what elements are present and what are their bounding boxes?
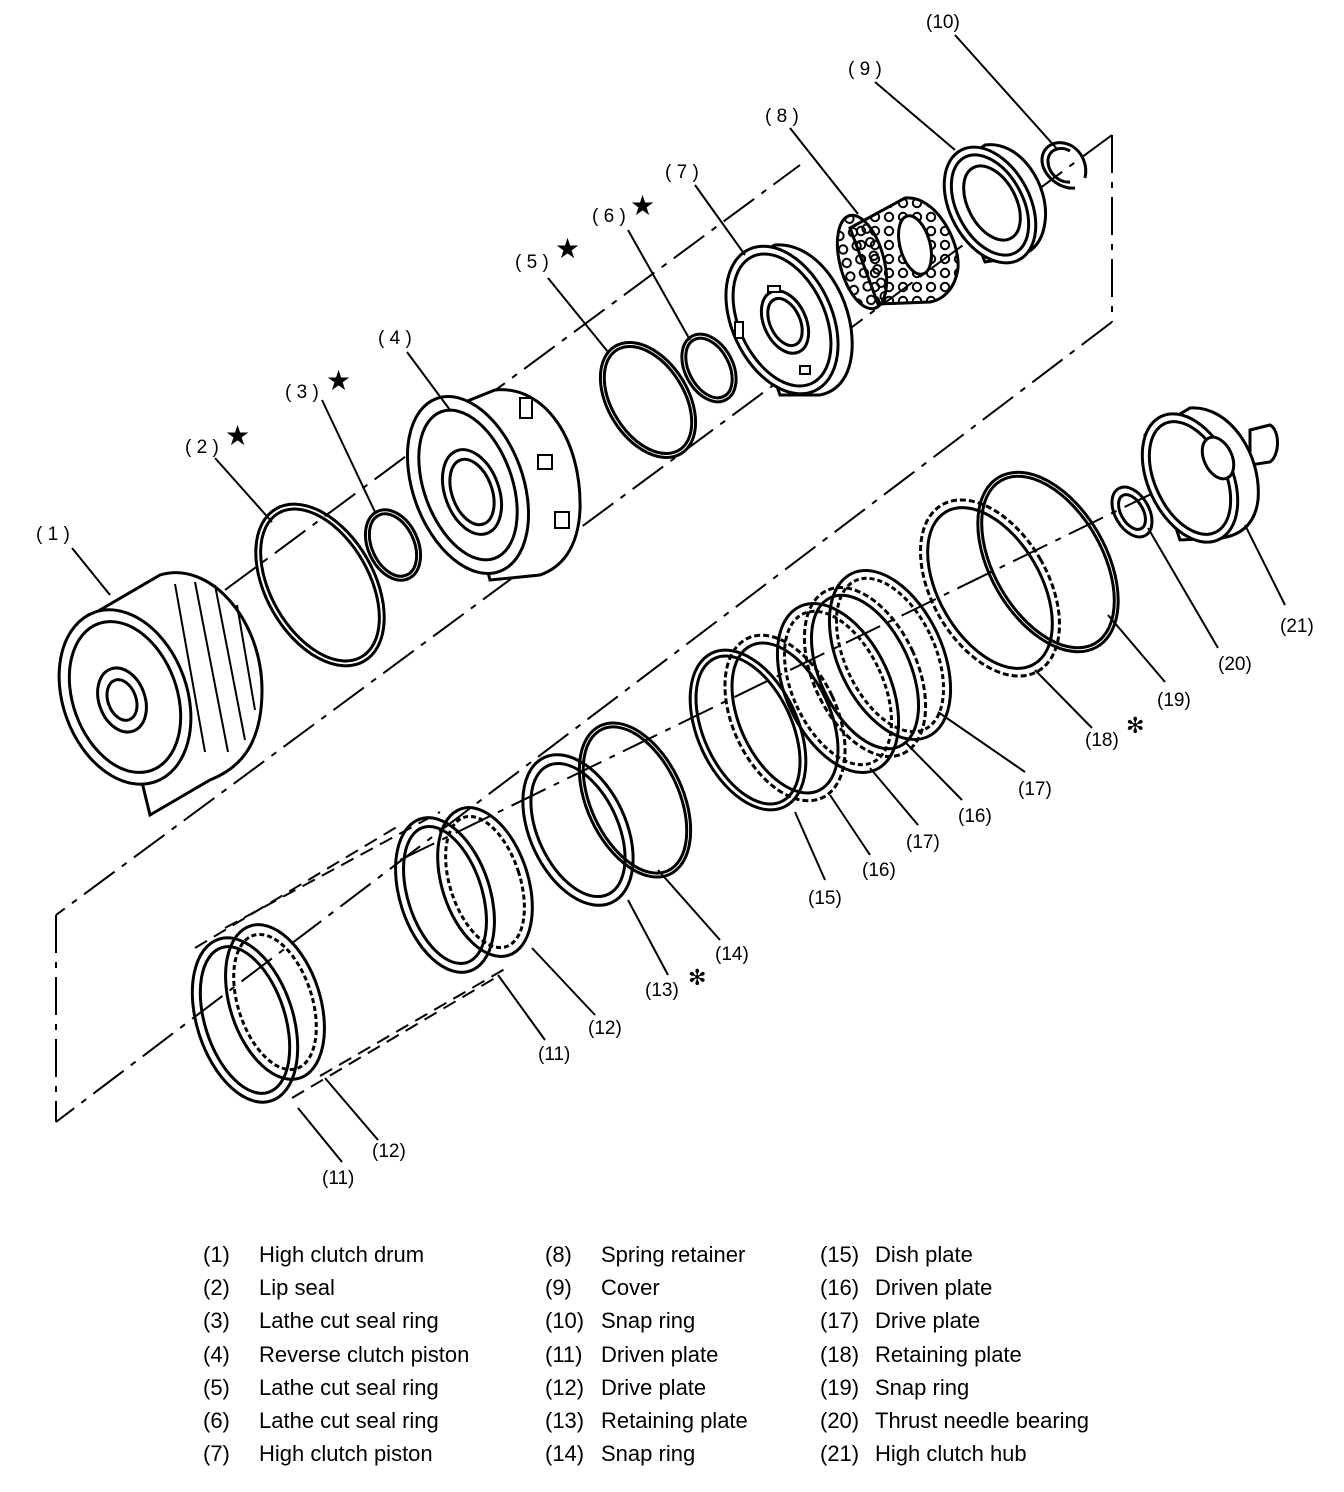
snap-ring-19 xyxy=(976,470,1120,654)
callout-17-upper: (17) xyxy=(1018,779,1052,800)
drive-plate-17-second xyxy=(827,569,953,741)
callout-16-upper: (16) xyxy=(958,806,992,827)
callout-labels: ( 1 ) ( 2 ) ( 3 ) ( 4 ) ( 5 ) ( 6 ) ( 7 … xyxy=(36,12,1314,1189)
lip-seal xyxy=(254,502,386,668)
parts-legend: (1)High clutch drum (2)Lip seal (3)Lathe… xyxy=(0,1238,1344,1478)
lathe-cut-seal-ring-3 xyxy=(363,508,423,582)
asterisk-icon: ✻ xyxy=(688,966,706,991)
retaining-plate-13 xyxy=(521,753,635,907)
marker-symbols: ★ ★ ★ ★ ✻ ✻ xyxy=(225,189,1144,991)
lathe-cut-seal-ring-6 xyxy=(680,332,738,404)
legend-item: (3)Lathe cut seal ring xyxy=(203,1308,439,1334)
legend-column-1: (1)High clutch drum (2)Lip seal (3)Lathe… xyxy=(203,1238,533,1470)
reverse-clutch-piston xyxy=(405,388,582,582)
callout-3: ( 3 ) xyxy=(285,382,319,403)
lathe-cut-seal-ring-5 xyxy=(598,341,698,459)
legend-item: (11)Driven plate xyxy=(545,1341,719,1367)
callout-11-lower: (11) xyxy=(322,1168,354,1189)
driven-plate-11-lower xyxy=(190,936,300,1104)
exploded-parts-diagram: ( 1 ) ( 2 ) ( 3 ) ( 4 ) ( 5 ) ( 6 ) ( 7 … xyxy=(36,12,1314,1189)
legend-item: (19)Snap ring xyxy=(820,1374,970,1400)
callout-12-lower: (12) xyxy=(372,1141,406,1162)
cover xyxy=(942,143,1048,265)
star-icon: ★ xyxy=(225,419,250,452)
legend-item: (4)Reverse clutch piston xyxy=(203,1341,470,1367)
callout-1: ( 1 ) xyxy=(36,524,70,545)
legend-item: (10)Snap ring xyxy=(545,1308,696,1334)
legend-item: (16)Driven plate xyxy=(820,1275,993,1301)
snap-ring-14 xyxy=(577,721,693,879)
legend-item: (15)Dish plate xyxy=(820,1242,973,1267)
callout-7: ( 7 ) xyxy=(665,162,699,183)
thrust-needle-bearing xyxy=(1110,485,1154,539)
legend-item: (1)High clutch drum xyxy=(203,1242,425,1267)
callout-21: (21) xyxy=(1280,616,1314,637)
retaining-plate-18 xyxy=(919,498,1061,678)
legend-item: (14)Snap ring xyxy=(545,1441,696,1467)
legend-item: (13)Retaining plate xyxy=(545,1407,748,1433)
drive-plate-17 xyxy=(775,602,901,774)
legend-item: (20)Thrust needle bearing xyxy=(820,1407,1090,1433)
legend-item: (21)High clutch hub xyxy=(820,1441,1027,1467)
star-icon: ★ xyxy=(555,232,580,265)
legend-item: (5)Lathe cut seal ring xyxy=(203,1374,439,1400)
driven-plate-16-second xyxy=(802,586,928,758)
star-icon: ★ xyxy=(326,364,351,397)
legend-column-2: (8)Spring retainer (9)Cover (10)Snap rin… xyxy=(545,1238,815,1470)
legend-item: (6)Lathe cut seal ring xyxy=(203,1407,439,1433)
high-clutch-piston xyxy=(724,243,854,397)
callout-2: ( 2 ) xyxy=(185,437,219,458)
callout-18: (18) xyxy=(1085,730,1119,751)
callout-9: ( 9 ) xyxy=(848,59,882,80)
callout-4: ( 4 ) xyxy=(378,328,412,349)
high-clutch-hub xyxy=(1140,406,1279,544)
legend-item: (12)Drive plate xyxy=(545,1374,707,1400)
drive-plate-12-lower xyxy=(224,923,326,1081)
legend-item: (9)Cover xyxy=(545,1275,660,1301)
callout-12-upper: (12) xyxy=(588,1018,622,1039)
driven-plate-16 xyxy=(723,633,847,803)
callout-17-lower: (17) xyxy=(906,832,940,853)
dashed-guide-lines xyxy=(194,811,511,1099)
drive-plate-12-upper xyxy=(436,806,534,958)
callout-6: ( 6 ) xyxy=(592,206,626,227)
high-clutch-drum xyxy=(57,571,264,818)
star-icon: ★ xyxy=(630,189,655,222)
dish-plate xyxy=(688,648,808,812)
callout-11-upper: (11) xyxy=(538,1044,570,1065)
leader-lines xyxy=(71,34,1286,1163)
callout-15: (15) xyxy=(808,888,842,909)
asterisk-icon: ✻ xyxy=(1126,714,1144,739)
callout-14: (14) xyxy=(715,944,749,965)
legend-column-3: (15)Dish plate (16)Driven plate (17)Driv… xyxy=(820,1238,1140,1470)
legend-item: (2)Lip seal xyxy=(203,1275,335,1301)
callout-8: ( 8 ) xyxy=(765,106,799,127)
callout-16-lower: (16) xyxy=(862,860,896,881)
callout-20: (20) xyxy=(1218,654,1252,675)
legend-item: (8)Spring retainer xyxy=(545,1242,746,1267)
legend-item: (18)Retaining plate xyxy=(820,1341,1022,1367)
legend-item: (17)Drive plate xyxy=(820,1308,981,1334)
legend-item: (7)High clutch piston xyxy=(203,1441,433,1467)
spring-retainer xyxy=(835,196,960,311)
callout-13: (13) xyxy=(645,980,679,1001)
driven-plate-11-upper xyxy=(394,816,496,974)
callout-5: ( 5 ) xyxy=(515,252,549,273)
callout-10: (10) xyxy=(926,12,960,33)
callout-19: (19) xyxy=(1157,690,1191,711)
